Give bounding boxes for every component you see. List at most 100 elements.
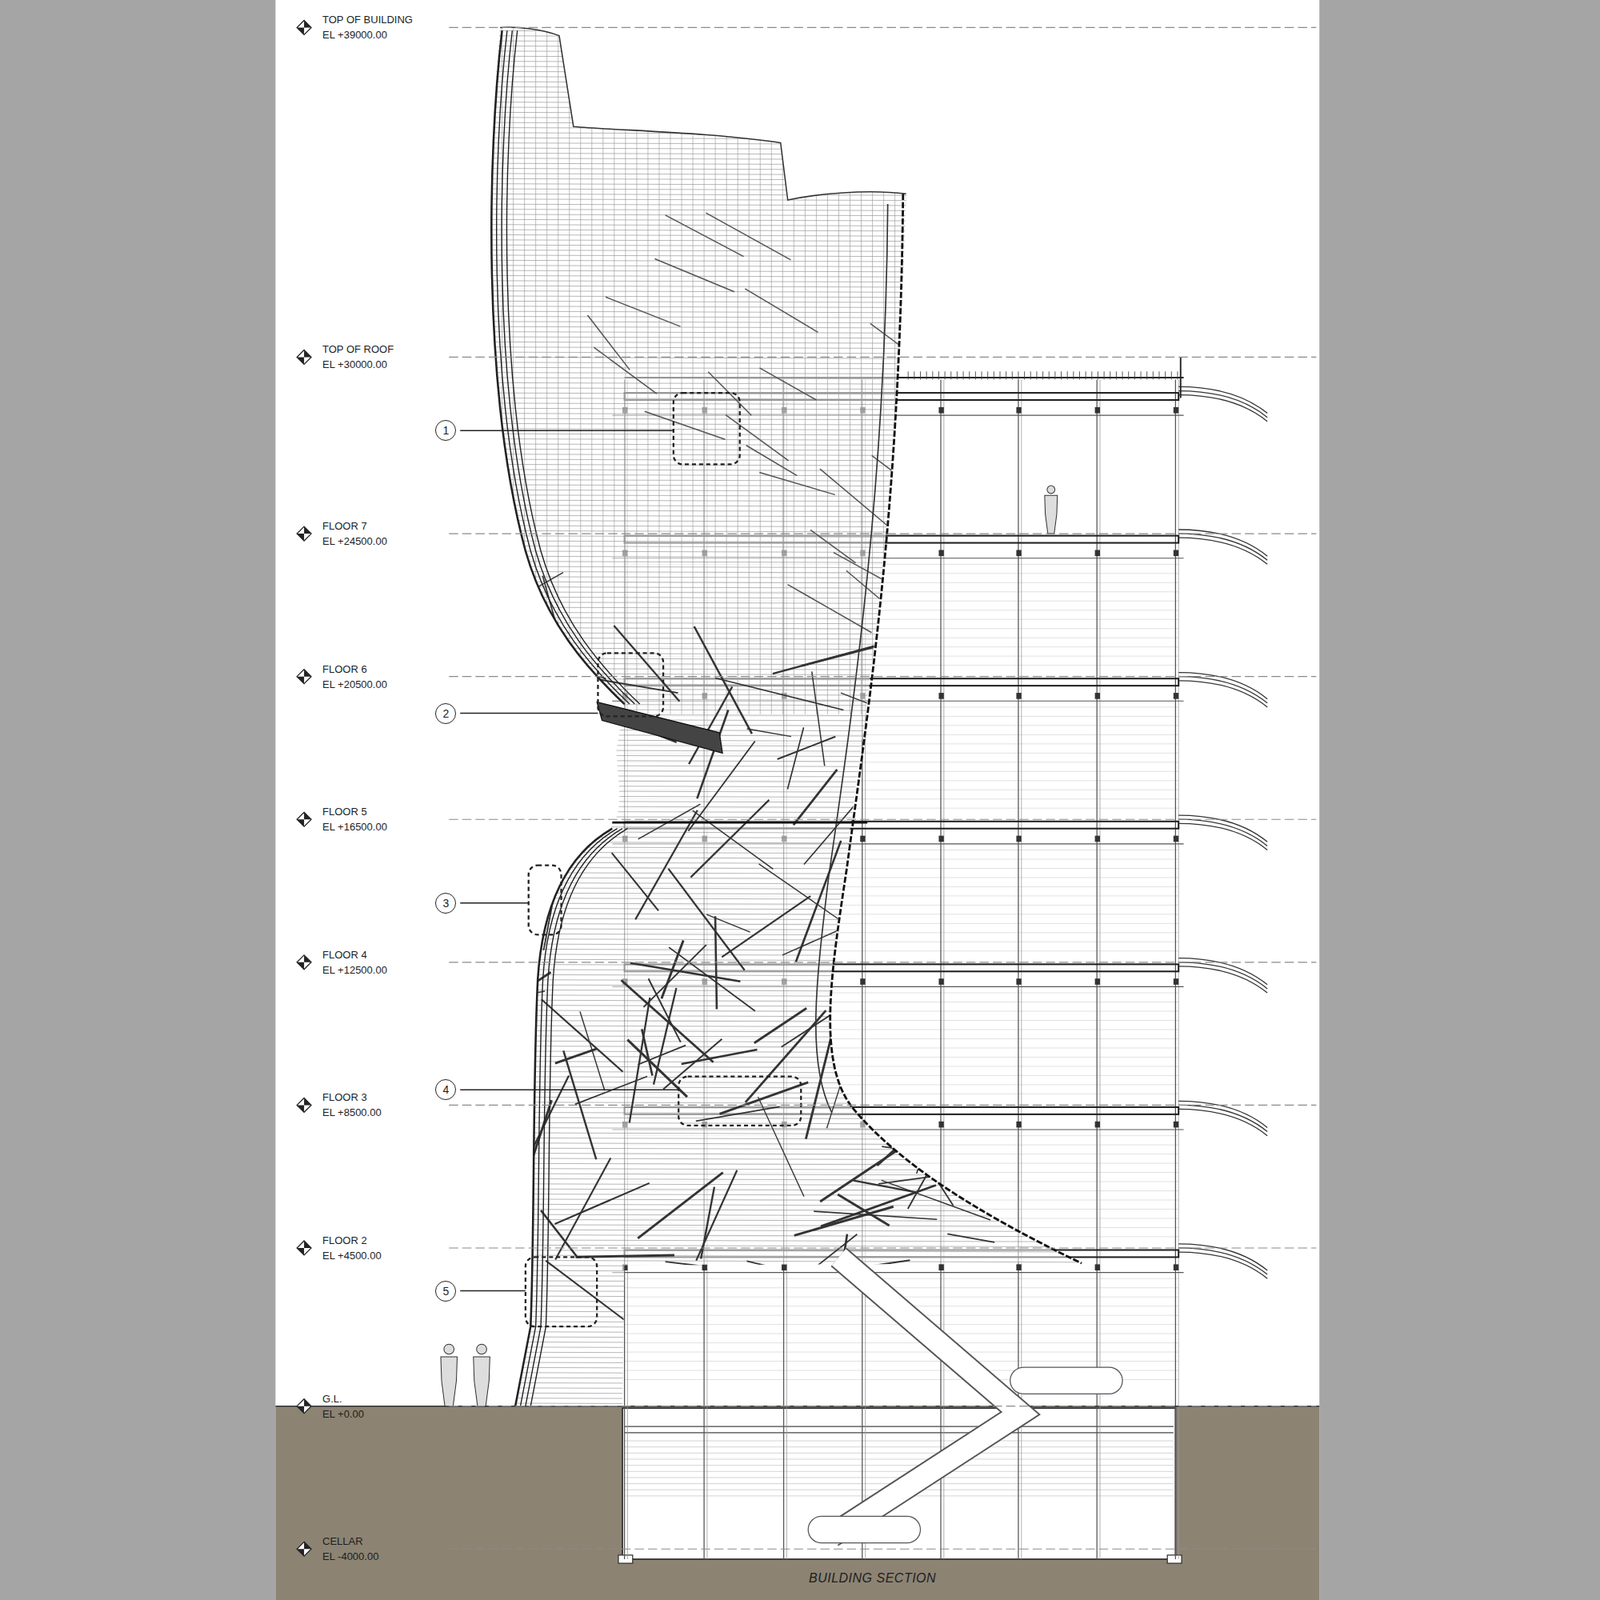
railing-tick [1012, 371, 1013, 380]
glazing-line [624, 1333, 1180, 1335]
tower-hatch [469, 1280, 1092, 1284]
tower-rib [782, 20, 784, 715]
tower-hatch [469, 1311, 1092, 1314]
tower-hatch [469, 1158, 1092, 1161]
tower-hatch [469, 311, 1092, 314]
tower-hatch [469, 184, 1092, 187]
tower-hatch [469, 255, 1092, 258]
tower-hatch [469, 515, 1092, 518]
level-symbol-fill [296, 1240, 312, 1256]
brace [668, 947, 756, 1012]
tower-hatch [469, 92, 1092, 95]
tower-hatch [469, 291, 1092, 294]
brace [612, 852, 659, 911]
tower-hatch [469, 148, 1092, 151]
brace [747, 728, 792, 737]
tower-hatch [469, 1173, 1092, 1176]
tower-hatch [469, 704, 1092, 707]
column [940, 379, 941, 1559]
leader-line [460, 712, 598, 715]
railing-tick [987, 371, 988, 380]
brace [900, 761, 932, 804]
brace [744, 288, 818, 332]
tower-hatch [469, 989, 1092, 992]
tower-hatch [469, 1336, 1092, 1340]
tower-hatch [469, 816, 1092, 819]
tower-hatch [469, 352, 1092, 355]
brace [637, 1172, 723, 1239]
tower-hatch [469, 596, 1092, 600]
level-label: TOP OF ROOF [322, 343, 394, 356]
joint [1016, 836, 1021, 843]
joint [1095, 1264, 1100, 1271]
glazing-line [624, 1352, 1180, 1353]
level-symbol-fill [296, 20, 312, 36]
joint [938, 407, 944, 414]
tower-rib [816, 20, 817, 715]
level-symbol [296, 1240, 312, 1256]
railing-tick [1109, 371, 1111, 380]
railing-tick [1176, 371, 1178, 380]
brace [782, 912, 877, 956]
brace [820, 1185, 936, 1227]
tower-hatch [469, 944, 1092, 947]
tower-hatch [469, 750, 1092, 753]
tower-hatch [469, 1234, 1092, 1237]
joint [1016, 407, 1021, 414]
tower-hatch [469, 979, 1092, 982]
brace [587, 315, 630, 370]
tower-rib [591, 20, 592, 715]
footing [1167, 1555, 1182, 1564]
callout-number: 1 [435, 420, 456, 441]
level-label: TOP OF BUILDING [322, 13, 413, 26]
glazing-line [624, 1278, 1180, 1280]
tower-hatch [469, 204, 1092, 207]
tower-hatch [469, 234, 1092, 237]
tower-hatch [469, 1255, 1092, 1258]
sunshade [1178, 680, 1268, 708]
brace [826, 1080, 842, 1129]
tower-hatch [469, 1066, 1092, 1069]
tower-hatch [469, 163, 1092, 166]
tower-hatch [469, 923, 1092, 926]
railing-tick [993, 371, 995, 380]
brace [794, 1206, 894, 1236]
tower-hatch [469, 1270, 1092, 1273]
railing-tick [1042, 371, 1044, 380]
tower-hatch [469, 1168, 1092, 1171]
joint [1173, 407, 1179, 414]
railing-tick [981, 371, 983, 380]
brace [629, 997, 651, 1124]
tower-hatch [469, 152, 1092, 156]
brace [916, 1064, 954, 1174]
tower-hatch [469, 637, 1092, 640]
tower-hatch [469, 173, 1092, 176]
tower-hatch [469, 1071, 1092, 1074]
brace [688, 686, 732, 764]
brace [754, 1008, 807, 1044]
tower-hatch [469, 627, 1092, 630]
tower-hatch [469, 433, 1092, 436]
tower-rib [613, 20, 615, 715]
tower-hatch [469, 714, 1092, 717]
tower-rib [849, 20, 851, 715]
tower-hatch [469, 1030, 1092, 1033]
level-datum [448, 1247, 1316, 1248]
railing-tick [913, 371, 915, 380]
tower-hatch [469, 45, 1092, 48]
escalator-end [808, 1516, 920, 1543]
tower-rib [490, 20, 492, 715]
railing-tick [1054, 371, 1056, 380]
level-datum [448, 533, 1316, 535]
tower-hatch [469, 1163, 1092, 1166]
tower-hatch [469, 112, 1092, 115]
tower-hatch [469, 392, 1092, 396]
railing-tick [968, 371, 970, 380]
level-datum [448, 27, 1316, 28]
tower-hatch [469, 158, 1092, 161]
level-datum [448, 819, 1316, 820]
tower-hatch [469, 648, 1092, 651]
brace [844, 1056, 947, 1074]
level-symbol [296, 812, 312, 827]
